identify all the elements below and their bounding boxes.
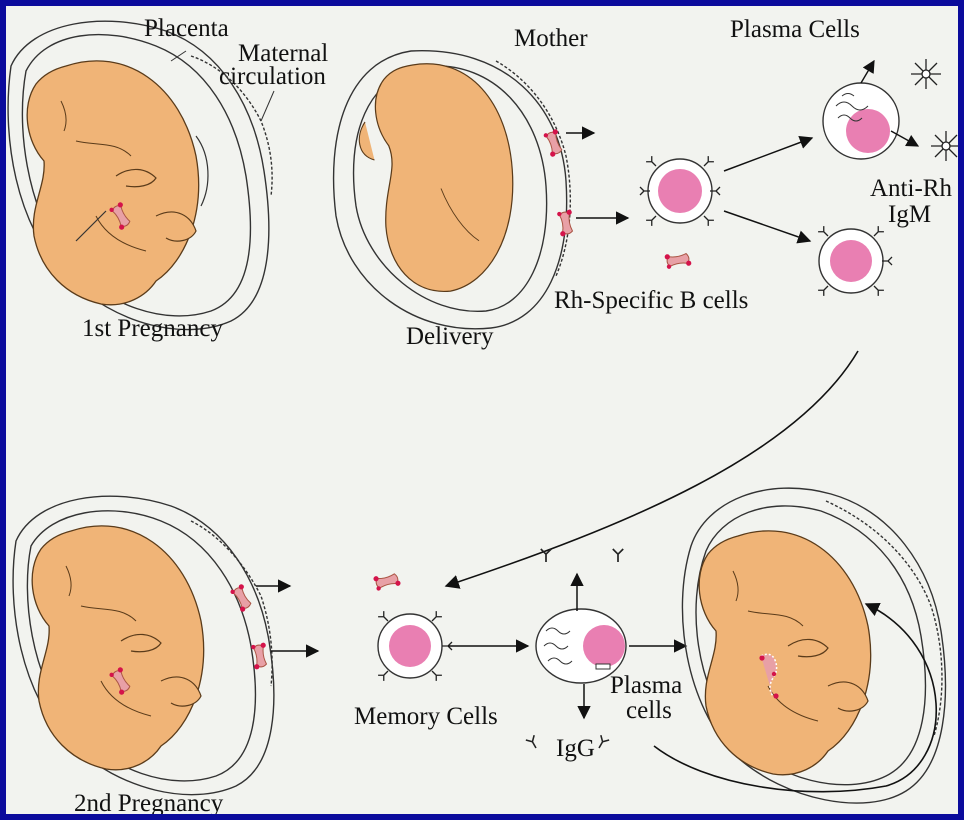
memory-cell: [378, 611, 452, 681]
igg-antibody-4: [595, 735, 609, 750]
label-igm: IgM: [888, 202, 931, 227]
label-rh-specific-b-cells: Rh-Specific B cells: [554, 288, 748, 313]
b-cell-right: [818, 226, 892, 296]
label-mother: Mother: [514, 26, 588, 51]
delivery-fetus: [359, 64, 512, 292]
label-placenta: Placenta: [144, 16, 229, 41]
second-pregnancy-fetus: [32, 526, 203, 770]
plasma-cell-top: [823, 61, 918, 159]
label-second-pregnancy: 2nd Pregnancy: [74, 791, 223, 814]
label-plasma-cells-top: Plasma Cells: [730, 17, 860, 42]
label-memory-cells: Memory Cells: [354, 704, 498, 729]
label-first-pregnancy: 1st Pregnancy: [82, 316, 223, 341]
label-cells: cells: [626, 698, 672, 723]
label-anti-rh: Anti-Rh: [870, 176, 952, 201]
fetal-rh-antigen-3: [556, 209, 575, 236]
first-pregnancy-fetus: [27, 61, 198, 305]
free-rh-antigen-1: [664, 250, 691, 269]
igg-antibody-3: [526, 735, 540, 750]
igm-pentamer-2: [931, 131, 958, 161]
label-circulation: circulation: [219, 64, 326, 89]
label-igg: IgG: [556, 736, 595, 761]
label-delivery: Delivery: [406, 324, 493, 349]
igm-pentamer-1: [911, 59, 941, 89]
label-plasma: Plasma: [610, 673, 682, 698]
rh-sensitization-diagram: [6, 6, 958, 814]
igg-antibody-2: [613, 549, 623, 562]
free-rh-antigen-2: [373, 570, 401, 591]
rh-specific-b-cell: [640, 156, 720, 226]
affected-fetus: [699, 531, 870, 775]
fetal-rh-antigen-5: [229, 583, 255, 612]
diagram-panel: Placenta Maternal circulation Mother Pla…: [6, 6, 958, 814]
